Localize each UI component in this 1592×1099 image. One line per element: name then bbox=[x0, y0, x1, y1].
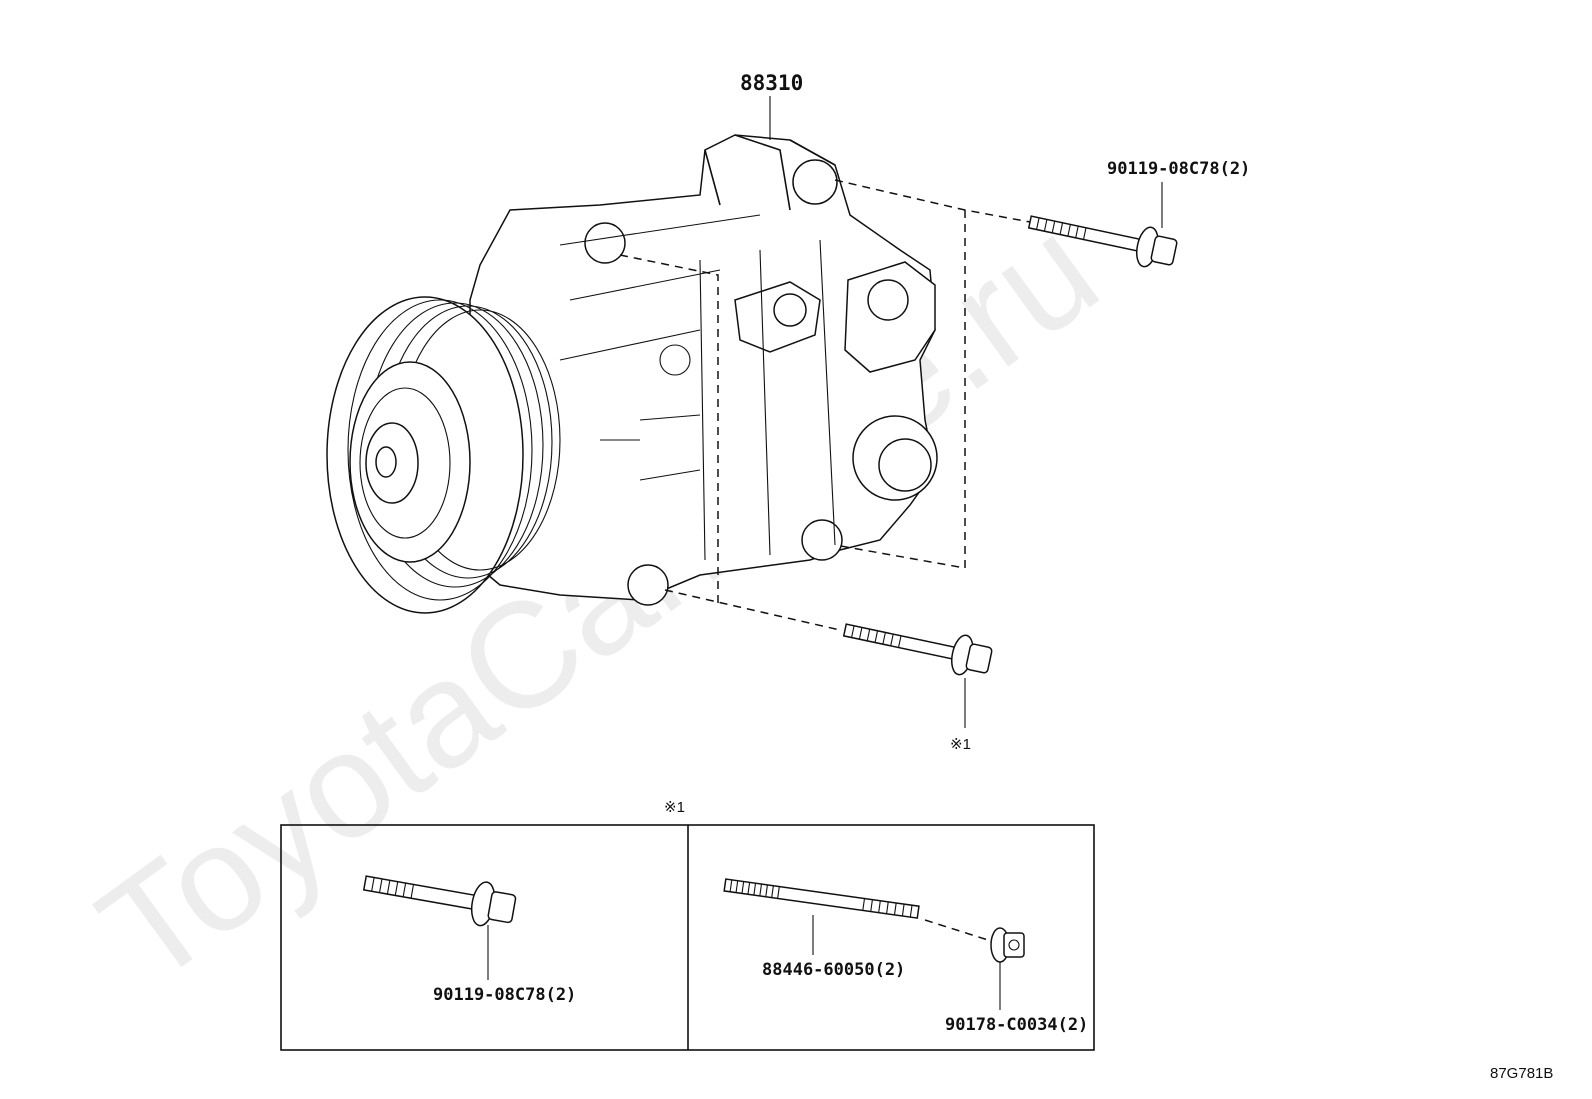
mount-line-mid bbox=[619, 254, 719, 605]
mount-line-right bbox=[834, 210, 966, 569]
diagram-code: 87G781B bbox=[1490, 1065, 1553, 1082]
detail-bolt-part-number: 90119-08C78(2) bbox=[433, 985, 576, 1005]
detail-box-title: ※1 bbox=[664, 799, 685, 816]
stud-part-number: 88446-60050(2) bbox=[762, 960, 905, 980]
nut-part-number: 90178-C0034(2) bbox=[945, 1015, 1088, 1035]
nut-illustration bbox=[990, 927, 1025, 963]
top-bolt-illustration bbox=[1027, 215, 1178, 268]
bottom-bolt-note-marker: ※1 bbox=[950, 736, 971, 753]
bottom-bolt-illustration bbox=[842, 623, 993, 676]
detail-bolt-illustration bbox=[362, 875, 517, 927]
compressor-part-number: 88310 bbox=[740, 71, 803, 95]
top-bolt-part-number: 90119-08C78(2) bbox=[1107, 159, 1250, 179]
stud-illustration bbox=[723, 878, 920, 919]
compressor-illustration bbox=[326, 134, 938, 614]
mount-line-bottom bbox=[664, 589, 841, 631]
stud-nut-line bbox=[924, 919, 989, 941]
